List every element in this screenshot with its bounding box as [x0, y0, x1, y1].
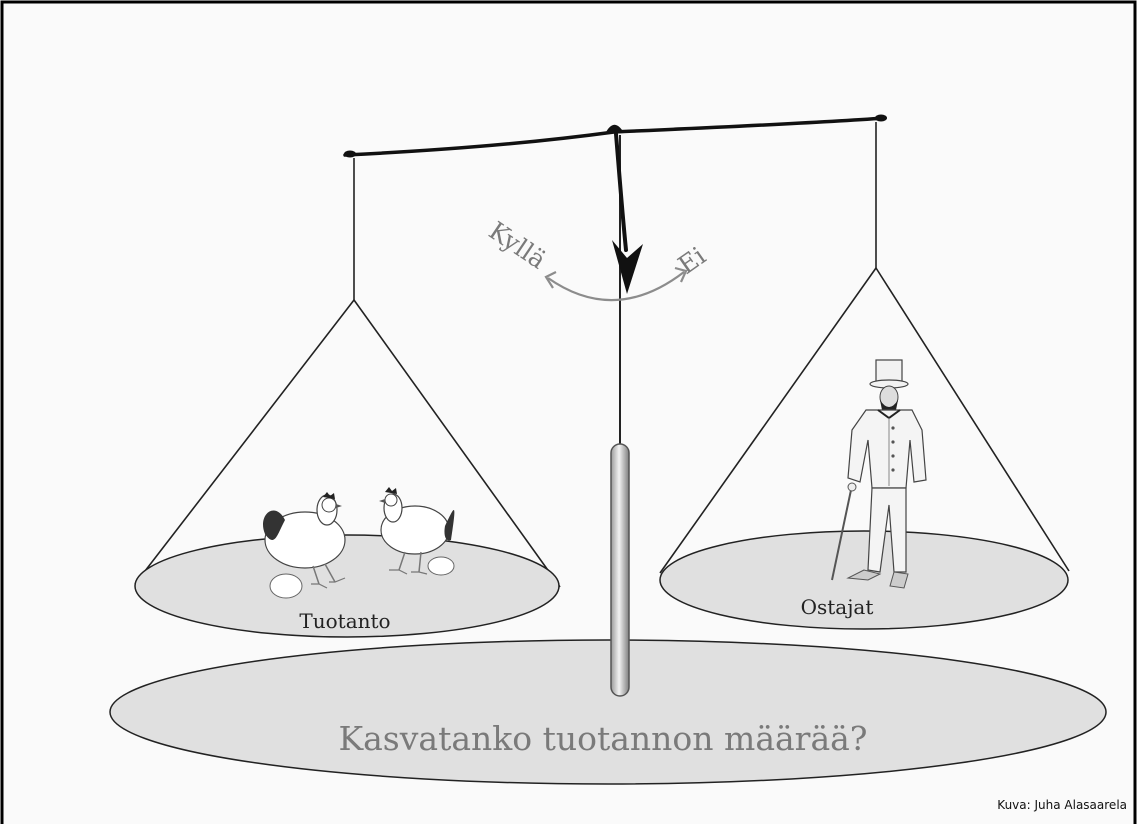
- left-pan-label: Tuotanto: [299, 609, 390, 633]
- buyer-figure: [831, 359, 927, 589]
- right-pan-label: Ostajat: [801, 595, 874, 619]
- egg: [269, 573, 303, 599]
- scale-beam: [343, 114, 887, 158]
- hens-drawing: [263, 487, 455, 599]
- left-pan: [134, 158, 561, 638]
- left-arrowhead: [544, 271, 557, 289]
- direction-arrows: [544, 266, 688, 302]
- image-credit: Kuva: Juha Alasaarela: [997, 798, 1127, 812]
- base-platform: [109, 639, 1107, 785]
- right-arrowhead: [674, 266, 688, 283]
- pointer-needle: [612, 132, 643, 294]
- egg: [427, 556, 455, 576]
- hen-left: [263, 492, 346, 589]
- question-text: Kasvatanko tuotannon määrää?: [338, 719, 867, 758]
- hen-right: [379, 487, 455, 575]
